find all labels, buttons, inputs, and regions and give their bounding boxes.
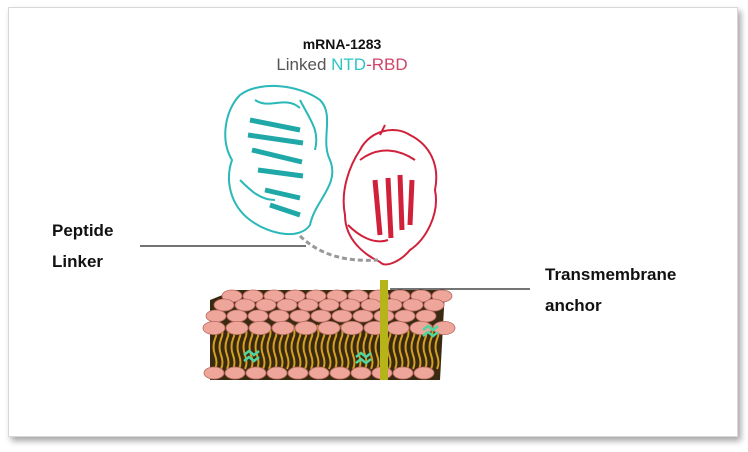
- lipid-head: [225, 320, 249, 335]
- lipid-head: [350, 366, 372, 380]
- cholesterol-molecule: [422, 324, 439, 338]
- lipid-head: [255, 298, 277, 312]
- lipid-head: [317, 320, 341, 335]
- construct-subtitle: Linked NTD-RBD: [0, 55, 716, 75]
- lipid-head: [413, 366, 435, 380]
- lipid-head: [352, 309, 374, 323]
- lipid-head: [331, 309, 353, 323]
- lipid-tail: [338, 324, 344, 370]
- lipid-bilayer: [202, 289, 456, 380]
- label-line: anchor: [545, 296, 602, 315]
- lipid-head: [202, 320, 226, 335]
- lipid-head: [308, 366, 330, 380]
- lipid-head: [360, 298, 382, 312]
- lipid-tail: [266, 324, 272, 370]
- label-line: Transmembrane: [545, 265, 677, 284]
- lipid-tail: [404, 324, 410, 370]
- lipid-head: [297, 298, 319, 312]
- rbd-protein: [342, 124, 438, 266]
- lipid-tail: [314, 324, 320, 370]
- lipid-head: [310, 309, 332, 323]
- lipid-head: [318, 298, 340, 312]
- lipid-head: [266, 366, 288, 380]
- lipid-head: [213, 298, 235, 312]
- lipid-head: [224, 366, 246, 380]
- lipid-head: [245, 366, 267, 380]
- lipid-head: [205, 309, 227, 323]
- subtitle-dash: -: [366, 55, 372, 74]
- lipid-head: [394, 309, 416, 323]
- lipid-head: [339, 298, 361, 312]
- lipid-tail: [290, 324, 296, 370]
- lipid-head: [287, 366, 309, 380]
- subtitle-rbd: RBD: [371, 55, 408, 74]
- lipid-head: [415, 309, 437, 323]
- lipid-head: [294, 320, 318, 335]
- lipid-head: [276, 298, 298, 312]
- lipid-head: [247, 309, 269, 323]
- lipid-head: [248, 320, 272, 335]
- subtitle-ntd: NTD: [331, 55, 367, 74]
- lipid-head: [432, 320, 456, 335]
- peptide-linker-chain: [298, 234, 379, 262]
- lipid-head: [386, 320, 410, 335]
- ntd-protein: [224, 84, 334, 236]
- label-line: Peptide: [52, 221, 114, 240]
- transmembrane-anchor-label: Transmembrane anchor: [545, 259, 676, 321]
- lipid-head: [271, 320, 295, 335]
- lipid-tail: [428, 324, 434, 370]
- lipid-head: [234, 298, 256, 312]
- lipid-head: [329, 366, 351, 380]
- lipid-head: [402, 298, 424, 312]
- label-line: Linker: [52, 252, 104, 271]
- lipid-head: [423, 298, 445, 312]
- transmembrane-anchor-rod: [380, 280, 388, 380]
- lipid-head: [268, 309, 290, 323]
- lipid-head: [203, 366, 225, 380]
- peptide-linker-label: Peptide Linker: [52, 215, 113, 277]
- lipid-head: [340, 320, 364, 335]
- lipid-head: [289, 309, 311, 323]
- lipid-head: [392, 366, 414, 380]
- construct-title: mRNA-1283: [302, 36, 382, 52]
- cholesterol-molecule: [243, 349, 260, 363]
- subtitle-prefix: Linked: [276, 55, 332, 74]
- cholesterol-molecule: [355, 351, 372, 365]
- lipid-head: [226, 309, 248, 323]
- lipid-tail: [242, 324, 248, 370]
